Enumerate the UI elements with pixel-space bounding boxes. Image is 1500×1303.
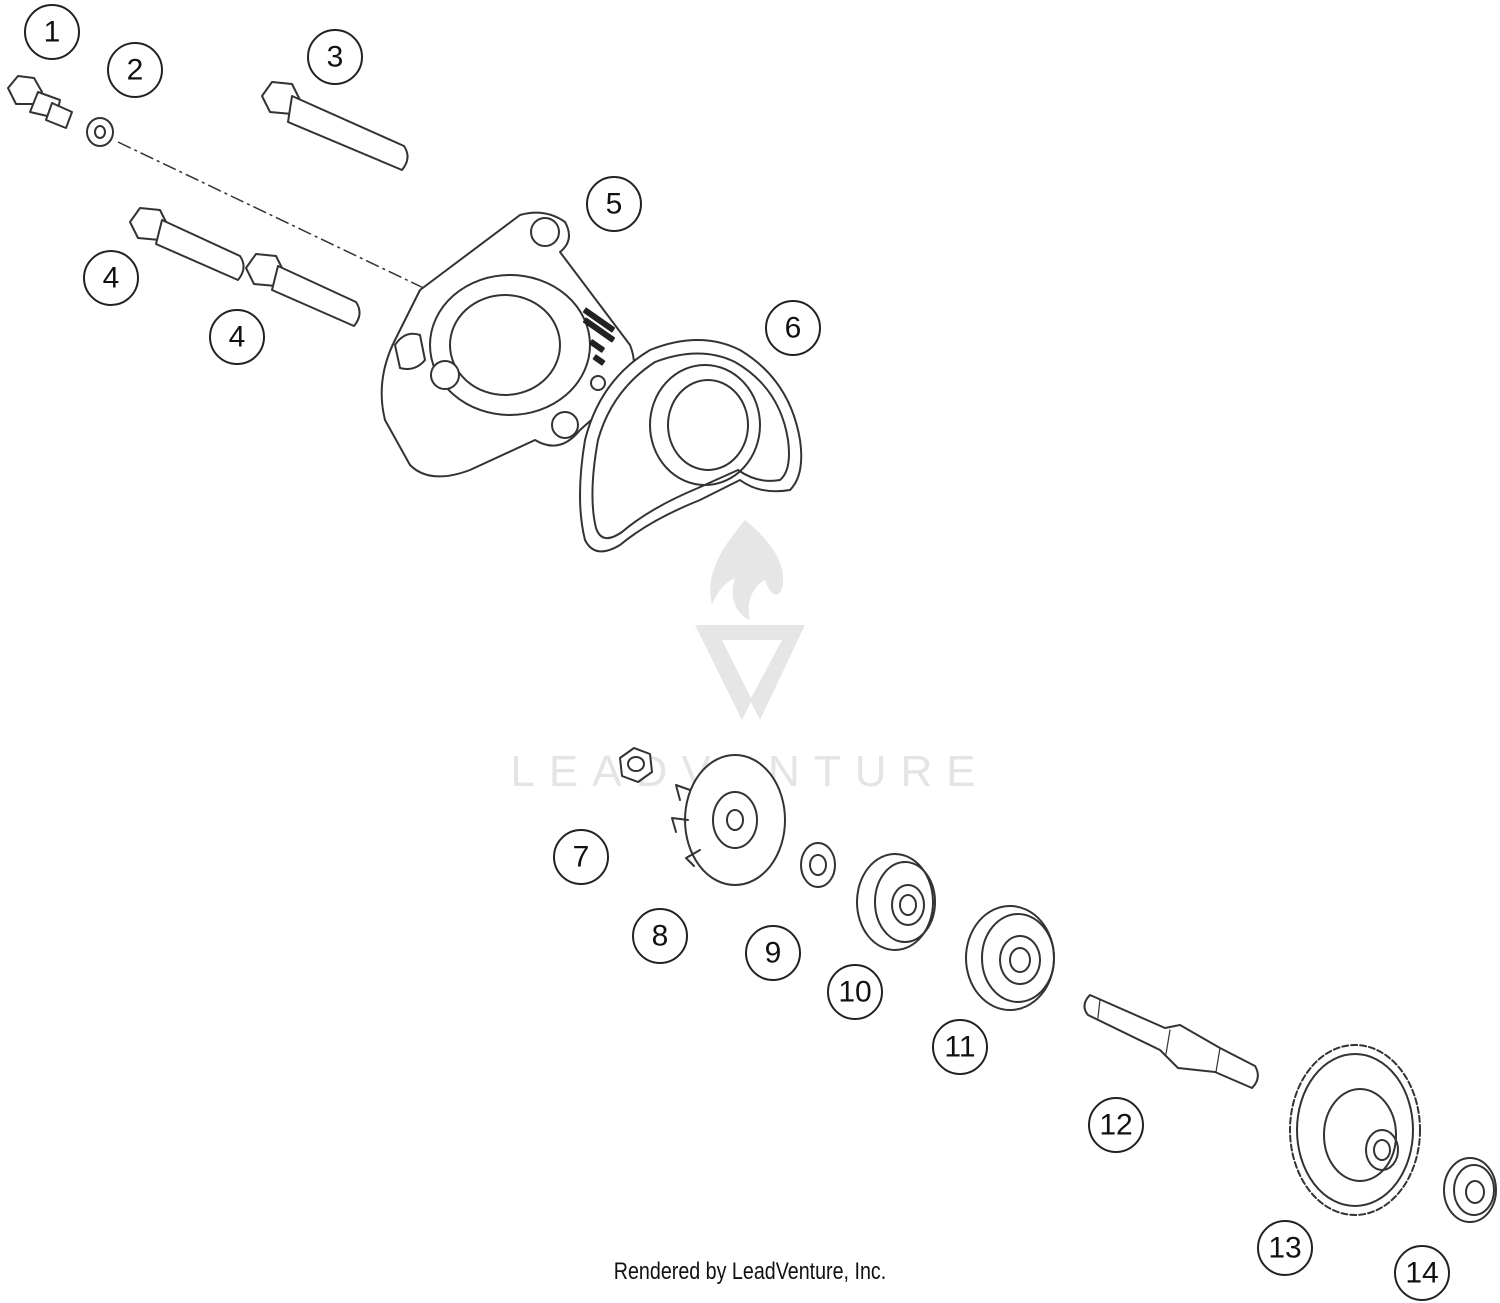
callout-4a: 4 [83, 250, 139, 306]
callout-10: 10 [827, 964, 883, 1020]
callout-9: 9 [745, 925, 801, 981]
bearing-gear [1443, 1157, 1497, 1223]
callout-1: 1 [24, 4, 80, 60]
svg-text:5: 5 [606, 188, 623, 221]
callout-8: 8 [632, 908, 688, 964]
bolt-short [7, 75, 73, 129]
svg-text:4: 4 [103, 262, 120, 295]
callout-2: 2 [107, 42, 163, 98]
svg-text:9: 9 [765, 937, 782, 970]
svg-text:6: 6 [785, 312, 802, 345]
callout-3: 3 [307, 29, 363, 85]
alignment-line [117, 141, 433, 293]
bolt-medium-a [129, 207, 245, 281]
pump-gear [1289, 1044, 1421, 1216]
callout-6: 6 [765, 300, 821, 356]
impeller [671, 754, 786, 886]
water-pump-cover [380, 211, 635, 478]
callout-14: 14 [1394, 1245, 1450, 1301]
svg-text:3: 3 [327, 41, 344, 74]
impeller-nut [619, 747, 653, 783]
callout-12: 12 [1088, 1097, 1144, 1153]
svg-text:1: 1 [44, 16, 61, 49]
svg-text:14: 14 [1405, 1257, 1438, 1290]
credit-text: Rendered by LeadVenture, Inc. [613, 1258, 887, 1285]
bolt-medium-b [245, 253, 361, 327]
seal-washer [800, 842, 836, 888]
svg-text:2: 2 [127, 54, 144, 87]
svg-text:11: 11 [944, 1031, 975, 1064]
bearing-small [856, 853, 936, 951]
svg-text:13: 13 [1268, 1232, 1301, 1265]
callout-13: 13 [1257, 1220, 1313, 1276]
callout-5: 5 [586, 176, 642, 232]
callout-7: 7 [553, 829, 609, 885]
bearing-large [965, 905, 1055, 1011]
callout-4b: 4 [209, 309, 265, 365]
callout-11: 11 [932, 1019, 988, 1075]
gasket [579, 339, 803, 553]
svg-text:10: 10 [838, 976, 871, 1009]
leadventure-watermark-logo: LEADVENTURE [510, 520, 976, 796]
washer [86, 117, 114, 147]
pump-shaft [1083, 994, 1259, 1089]
svg-text:4: 4 [229, 321, 246, 354]
svg-text:12: 12 [1099, 1109, 1132, 1142]
svg-text:8: 8 [652, 920, 669, 953]
svg-text:7: 7 [573, 841, 590, 874]
bolt-long [261, 81, 409, 171]
